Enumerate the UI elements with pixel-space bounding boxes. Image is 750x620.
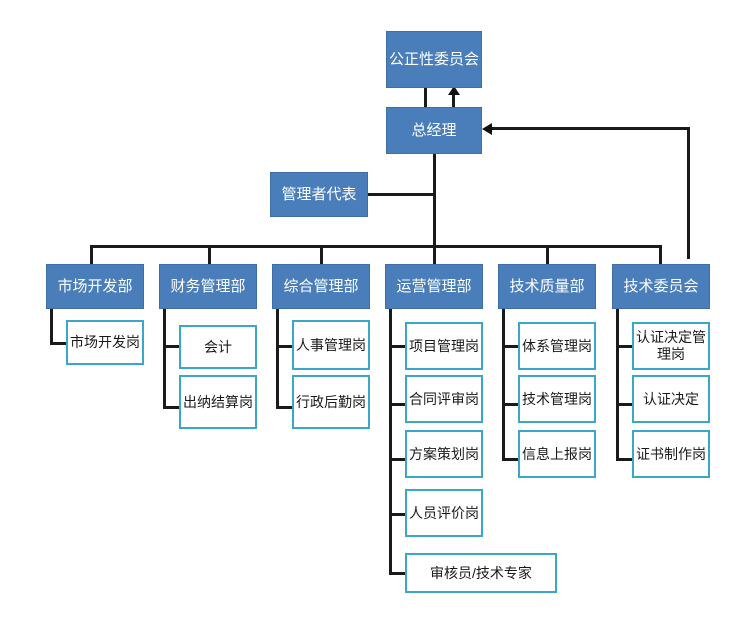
spine-dept-4 [502, 309, 505, 461]
drop-to-dept-3 [433, 245, 436, 264]
unit-box-3-3[interactable]: 人员评价岗 [405, 489, 483, 537]
dept-label-0: 市场开发部 [57, 277, 133, 295]
unit-box-5-2[interactable]: 证书制作岗 [632, 430, 710, 478]
elbow-dept-4-unit-2 [502, 458, 520, 461]
drop-to-dept-4 [546, 245, 549, 264]
node-impartiality-committee-label: 公正性委员会 [388, 50, 479, 68]
drop-to-dept-0 [90, 245, 93, 264]
elbow-dept-0-unit-0 [50, 342, 68, 345]
dept-box-5[interactable]: 技术委员会 [612, 264, 710, 309]
unit-label-4-0: 体系管理岗 [522, 337, 592, 354]
arrow-up-icon [448, 86, 460, 95]
unit-box-1-0[interactable]: 会计 [179, 325, 257, 369]
unit-label-5-2: 证书制作岗 [636, 445, 706, 462]
unit-label-3-1: 合同评审岗 [409, 390, 479, 407]
unit-box-4-0[interactable]: 体系管理岗 [518, 322, 596, 370]
elbow-dept-4-unit-1 [502, 403, 520, 406]
dept-label-2: 综合管理部 [283, 277, 359, 295]
spine-dept-5 [616, 309, 619, 461]
unit-box-2-0[interactable]: 人事管理岗 [292, 320, 370, 370]
unit-label-4-2: 信息上报岗 [522, 445, 592, 462]
connector-gm-to-committee-line [424, 88, 427, 107]
unit-label-3-4: 审核员/技术专家 [430, 564, 532, 581]
unit-box-3-1[interactable]: 合同评审岗 [405, 375, 483, 423]
node-general-manager[interactable]: 总经理 [386, 107, 482, 154]
elbow-dept-1-unit-1 [163, 406, 181, 409]
unit-label-3-2: 方案策划岗 [409, 445, 479, 462]
unit-label-1-0: 会计 [204, 338, 232, 355]
dept-box-0[interactable]: 市场开发部 [46, 264, 144, 309]
elbow-dept-5-unit-1 [616, 403, 634, 406]
node-management-representative[interactable]: 管理者代表 [270, 172, 368, 217]
unit-label-5-1: 认证决定 [643, 390, 699, 407]
unit-box-3-4[interactable]: 审核员/技术专家 [405, 553, 557, 593]
unit-box-4-1[interactable]: 技术管理岗 [518, 375, 596, 423]
unit-label-5-0: 认证决定管理岗 [636, 329, 706, 362]
unit-box-2-1[interactable]: 行政后勤岗 [292, 375, 370, 429]
unit-box-0-0[interactable]: 市场开发岗 [66, 320, 144, 365]
unit-box-3-2[interactable]: 方案策划岗 [405, 430, 483, 478]
unit-box-4-2[interactable]: 信息上报岗 [518, 430, 596, 478]
elbow-dept-3-unit-3 [389, 513, 407, 516]
dept-label-4: 技术质量部 [509, 277, 585, 295]
unit-box-5-1[interactable]: 认证决定 [632, 375, 710, 423]
department-bus-horizontal [90, 245, 662, 248]
unit-label-0-0: 市场开发岗 [70, 334, 140, 351]
elbow-dept-3-unit-2 [389, 458, 407, 461]
unit-label-1-1: 出纳结算岗 [183, 393, 253, 410]
trunk-vertical-main [433, 154, 436, 246]
spine-dept-3 [389, 309, 392, 575]
unit-box-3-0[interactable]: 项目管理岗 [405, 322, 483, 370]
node-management-representative-label: 管理者代表 [281, 185, 357, 203]
elbow-dept-2-unit-0 [276, 345, 294, 348]
drop-to-dept-2 [320, 245, 323, 264]
elbow-dept-5-unit-2 [616, 458, 634, 461]
connector-management-representative [368, 193, 436, 196]
unit-label-2-1: 行政后勤岗 [296, 393, 366, 410]
drop-to-dept-5 [659, 245, 662, 264]
spine-dept-0 [50, 309, 53, 345]
elbow-dept-5-unit-0 [616, 345, 634, 348]
unit-box-5-0[interactable]: 认证决定管理岗 [632, 322, 710, 370]
dept-box-1[interactable]: 财务管理部 [159, 264, 257, 309]
node-general-manager-label: 总经理 [411, 121, 457, 139]
dept-box-2[interactable]: 综合管理部 [272, 264, 370, 309]
feedback-vertical-right [687, 127, 690, 259]
unit-box-1-1[interactable]: 出纳结算岗 [179, 375, 257, 429]
connector-gm-to-committee-arrow-shaft [452, 94, 455, 107]
spine-dept-2 [276, 309, 279, 409]
drop-to-dept-1 [208, 245, 211, 264]
dept-box-4[interactable]: 技术质量部 [498, 264, 596, 309]
elbow-dept-1-unit-0 [163, 345, 181, 348]
unit-label-2-0: 人事管理岗 [296, 336, 366, 353]
unit-label-3-3: 人员评价岗 [409, 504, 479, 521]
dept-label-5: 技术委员会 [623, 277, 699, 295]
elbow-dept-4-unit-0 [502, 345, 520, 348]
dept-label-3: 运营管理部 [396, 277, 472, 295]
elbow-dept-3-unit-4 [389, 572, 407, 575]
dept-box-3[interactable]: 运营管理部 [385, 264, 483, 309]
unit-label-3-0: 项目管理岗 [409, 337, 479, 354]
node-impartiality-committee[interactable]: 公正性委员会 [386, 31, 482, 88]
unit-label-4-1: 技术管理岗 [522, 390, 592, 407]
feedback-horizontal-top [490, 127, 690, 130]
dept-label-1: 财务管理部 [170, 277, 246, 295]
elbow-dept-2-unit-1 [276, 406, 294, 409]
elbow-dept-3-unit-1 [389, 403, 407, 406]
elbow-dept-3-unit-0 [389, 345, 407, 348]
arrow-left-icon [482, 123, 492, 135]
spine-dept-1 [163, 309, 166, 409]
